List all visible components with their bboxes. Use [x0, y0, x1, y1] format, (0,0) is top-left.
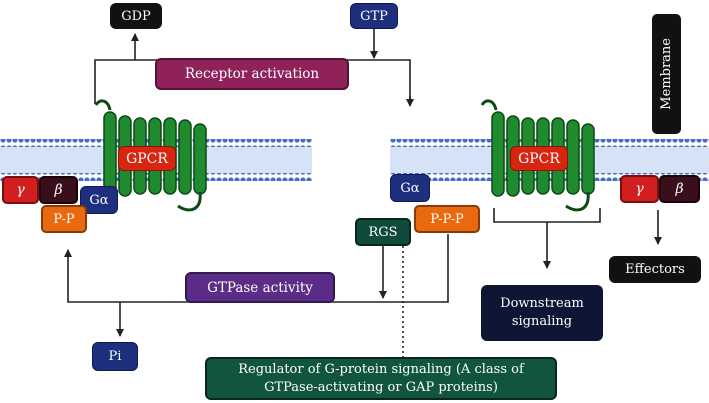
beta-left: β: [39, 176, 78, 204]
pp-label: P-P: [41, 205, 87, 233]
ppp-label: P-P-P: [414, 205, 480, 233]
beta-right: β: [659, 175, 700, 203]
gtp-label: GTP: [350, 3, 398, 29]
galpha-right: Gα: [390, 174, 430, 202]
right-gpcr-helices: [480, 99, 595, 212]
gamma-left: γ: [2, 176, 39, 204]
gdp-label: GDP: [110, 3, 162, 29]
downstream-signaling-label: Downstream signaling: [481, 285, 603, 341]
membrane-label: Membrane: [652, 14, 681, 134]
pi-label: Pi: [92, 342, 138, 371]
gamma-right: γ: [620, 175, 659, 203]
effectors-label: Effectors: [609, 256, 701, 283]
downstream-bracket: [493, 208, 601, 223]
gtpase-activity-label: GTPase activity: [185, 272, 335, 303]
rgs-label: RGS: [355, 218, 411, 246]
gpcr-left: GPCR: [118, 146, 176, 171]
gpcr-right: GPCR: [510, 146, 568, 171]
membrane-text: Membrane: [659, 38, 674, 110]
regulator-label: Regulator of G-protein signaling (A clas…: [205, 357, 557, 400]
receptor-activation-label: Receptor activation: [155, 58, 349, 90]
downstream-text: Downstream signaling: [500, 296, 584, 329]
